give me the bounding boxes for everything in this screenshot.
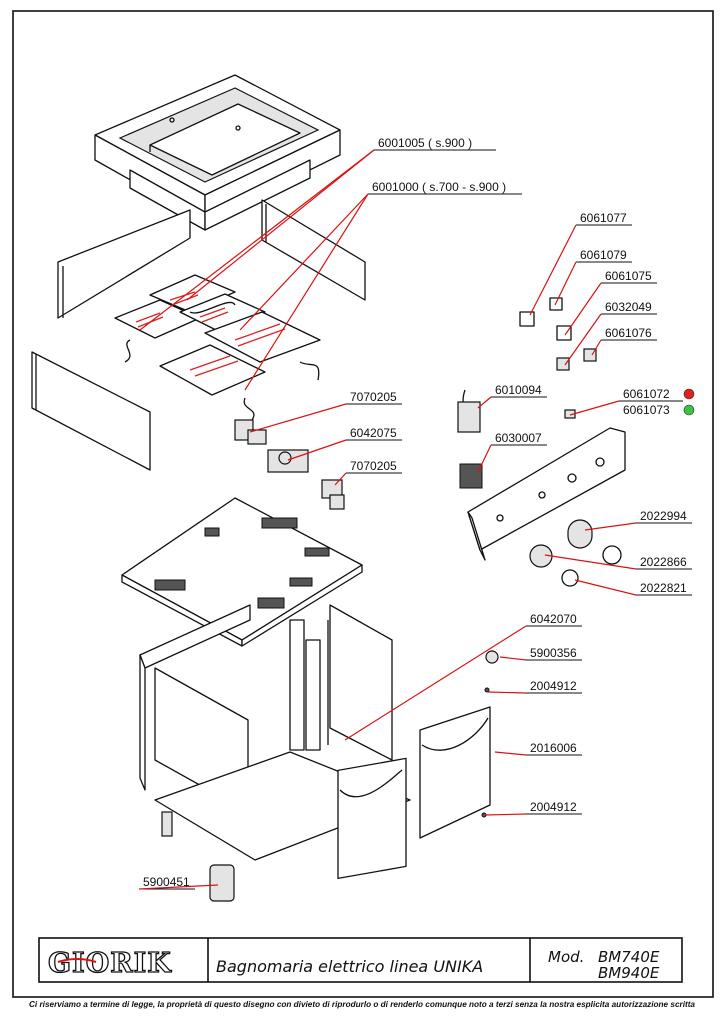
heating-elements [114, 274, 321, 421]
part-label-12: 6030007 [495, 431, 542, 445]
part-label-8: 6010094 [495, 383, 542, 397]
leader-line-8-0 [477, 396, 492, 409]
leader-line-14-0 [584, 522, 637, 531]
cap-5900356 [485, 650, 499, 664]
part-label-4: 6061075 [605, 269, 652, 283]
part-label-1: 6001000 ( s.700 - s.900 ) [372, 180, 506, 194]
part-label-14: 2022994 [640, 509, 687, 523]
leader-line-13-0 [334, 472, 347, 486]
part-label-11: 6042075 [350, 426, 397, 440]
part-label-17: 6042070 [530, 612, 577, 626]
part-label-3: 6061079 [580, 248, 627, 262]
leader-line-7-0 [249, 403, 347, 433]
control-panel [467, 427, 626, 587]
part-label-18: 5900356 [530, 646, 577, 660]
part-label-5: 6032049 [605, 300, 652, 314]
leader-line-21-0 [484, 813, 527, 816]
leader-line-5-0 [564, 313, 602, 366]
leader-line-4-0 [564, 282, 602, 336]
part-label-19: 2004912 [530, 679, 577, 693]
logo-swoosh [57, 958, 97, 963]
leader-line-2-0 [529, 224, 577, 316]
brand-logo: GIORIK [48, 948, 172, 979]
sheet-border [12, 10, 714, 998]
leader-line-12-0 [477, 444, 492, 473]
valve-components [234, 419, 345, 510]
part-label-6: 6061076 [605, 326, 652, 340]
leader-line-1-0 [239, 193, 369, 331]
leader-line-9-0 [569, 400, 620, 416]
model-prefix: Mod. [548, 948, 584, 966]
part-label-22: 5900451 [143, 875, 190, 889]
title-block: GIORIK Bagnomaria elettrico linea UNIKA … [38, 937, 683, 983]
status-dot-10 [683, 404, 695, 416]
leader-line-1-1 [244, 193, 369, 391]
drawing-title: Bagnomaria elettrico linea UNIKA [216, 957, 483, 976]
model-code-1: BM740E [598, 948, 660, 966]
electrical-components [457, 297, 597, 489]
part-label-15: 2022866 [640, 555, 687, 569]
leader-line-20-0 [494, 751, 527, 756]
leader-line-16-0 [574, 579, 637, 596]
leader-line-3-0 [554, 261, 577, 306]
status-dot-9 [683, 388, 695, 400]
part-label-13: 7070205 [350, 459, 397, 473]
part-labels: 6001005 ( s.900 ) 6001000 ( s.700 - s.900… [138, 136, 695, 890]
leader-line-0-1 [139, 149, 375, 331]
part-label-0: 6001005 ( s.900 ) [378, 136, 472, 150]
part-label-9: 6061072 [623, 387, 670, 401]
front-panel [31, 351, 151, 471]
model-code-2: BM940E [598, 964, 660, 982]
leader-line-15-0 [544, 554, 637, 570]
leader-line-17-0 [344, 625, 527, 741]
side-panels-upper [57, 199, 366, 319]
leader-line-22-0 [138, 884, 219, 890]
leader-line-18-0 [499, 656, 527, 661]
part-label-7: 7070205 [350, 390, 397, 404]
leader-line-6-0 [591, 339, 602, 356]
part-label-2: 6061077 [580, 211, 627, 225]
lower-cabinet [139, 604, 491, 902]
part-label-10: 6061073 [623, 403, 670, 417]
leader-line-19-0 [487, 691, 527, 694]
part-label-16: 2022821 [640, 581, 687, 595]
part-label-21: 2004912 [530, 800, 577, 814]
part-label-20: 2016006 [530, 741, 577, 755]
basin-top [94, 74, 341, 231]
leader-line-0-0 [186, 149, 375, 301]
disclaimer: Ci riserviamo a termine di legge, la pro… [29, 999, 695, 1009]
leader-line-11-0 [287, 439, 347, 461]
